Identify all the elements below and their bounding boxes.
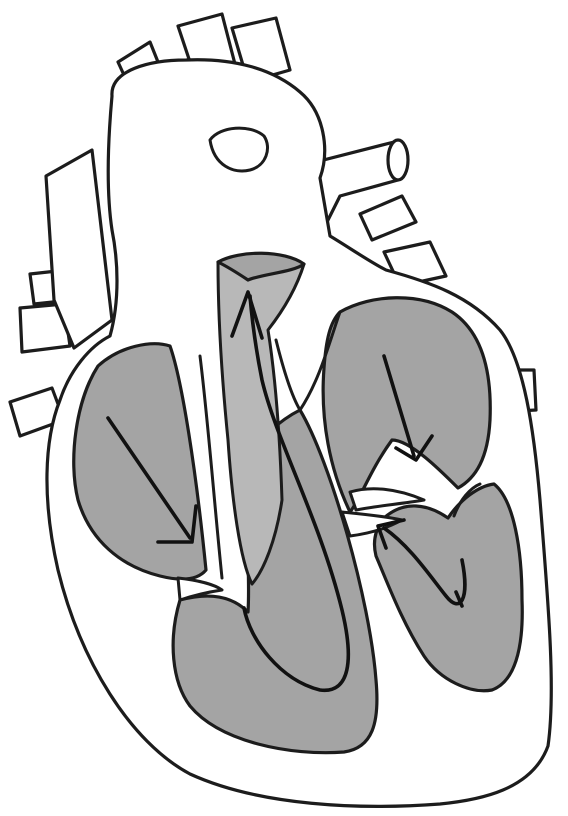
- pulmonary-artery-opening: [388, 140, 408, 180]
- pulmonary-vein-right-upper: [360, 196, 416, 240]
